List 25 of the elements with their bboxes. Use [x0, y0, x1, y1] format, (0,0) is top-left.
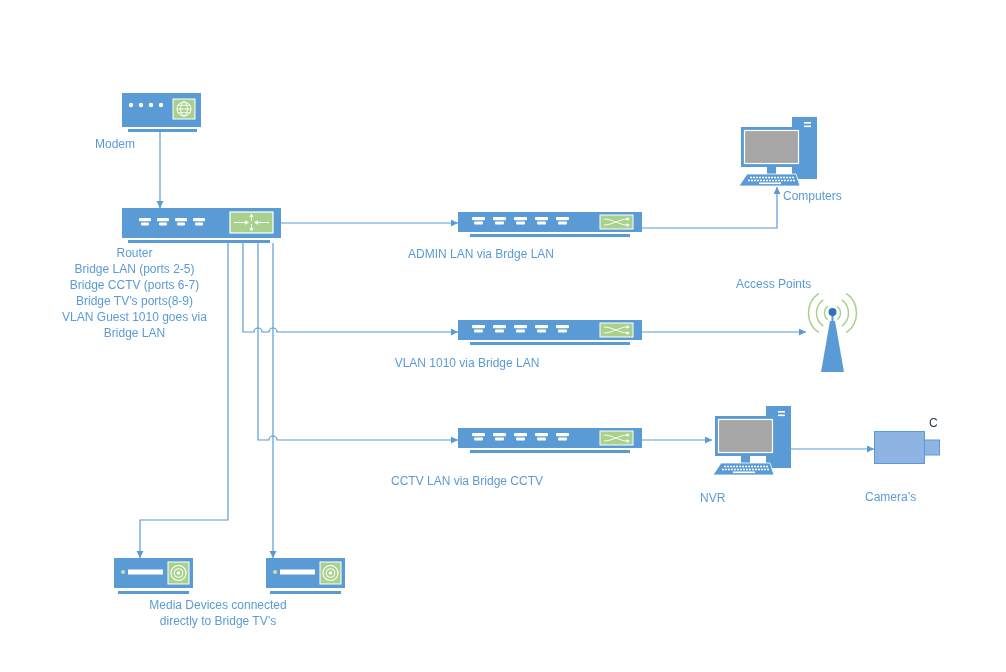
note-text: Media Devices connected directly to Bridge TV’s: [148, 597, 288, 629]
device-label: Camera’s: [865, 489, 917, 505]
device-label: Bridge LAN (ports 2-5): [74, 261, 195, 277]
arrow: [269, 242, 277, 559]
arrow: [641, 328, 807, 336]
device-label: NVR: [700, 490, 726, 506]
arrow: [136, 242, 229, 559]
device-label: ADMIN LAN via Brdge LAN: [407, 246, 555, 262]
arrow: [790, 445, 875, 453]
device-tag: C: [929, 416, 938, 430]
arrow: [280, 219, 459, 227]
device-label: CCTV LAN via Bridge CCTV: [390, 473, 543, 489]
arrow: [156, 131, 164, 209]
device-label: Bridge CCTV (ports 6-7): [69, 277, 200, 293]
arrow: [641, 186, 781, 229]
device-label: VLAN 1010 via Bridge LAN: [394, 355, 540, 371]
device-label: Router: [116, 245, 153, 261]
device-label: Computers: [783, 188, 842, 204]
device-label: VLAN Guest 1010 goes via Bridge LAN: [61, 309, 208, 341]
device-label: Access Points: [736, 276, 812, 292]
arrow: [242, 242, 459, 336]
arrow: [641, 436, 713, 444]
device-label: Modem: [95, 136, 135, 152]
device-label: Bridge TV’s ports(8-9): [76, 293, 193, 309]
arrow: [257, 242, 459, 444]
